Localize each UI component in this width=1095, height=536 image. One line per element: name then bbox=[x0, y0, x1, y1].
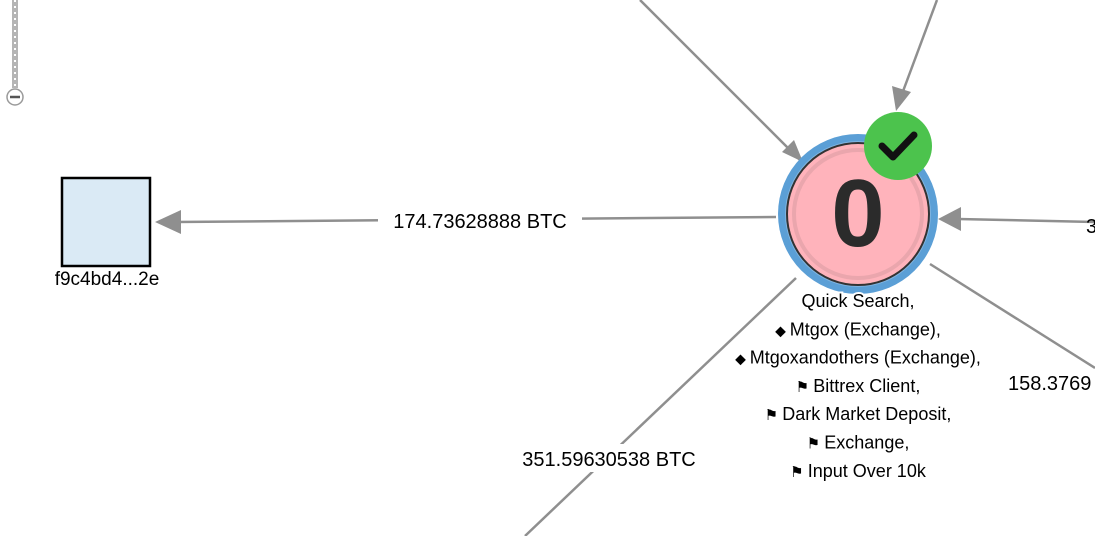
address-node[interactable] bbox=[60, 176, 152, 268]
edge-label-bg bbox=[506, 444, 712, 472]
cluster-tag-label: Bittrex Client, bbox=[813, 376, 920, 396]
cluster-tag-label: Quick Search, bbox=[801, 291, 914, 311]
edge-bottom-right[interactable] bbox=[929, 262, 1095, 370]
edge-to-address-arrow bbox=[155, 210, 181, 234]
flag-icon: ⚑ bbox=[796, 379, 814, 396]
cluster-tag-list: Quick Search,◆ Mtgox (Exchange),◆ Mtgoxa… bbox=[733, 289, 983, 483]
cluster-count: 0 bbox=[831, 160, 884, 267]
edge-label-bg bbox=[378, 206, 582, 234]
cluster-tag-item: ⚑ Bittrex Client, bbox=[796, 376, 921, 396]
edge-label-bottom-right[interactable]: 158.3769 bbox=[1008, 373, 1091, 395]
edge-top-in[interactable] bbox=[900, 0, 939, 95]
flag-icon: ⚑ bbox=[765, 407, 783, 424]
edge-top-arrow bbox=[892, 86, 911, 111]
cluster-tag-item: ⚑ Exchange, bbox=[807, 433, 910, 453]
cluster-tag-item: Quick Search, bbox=[801, 291, 914, 311]
cluster-tag-label: Mtgoxandothers (Exchange), bbox=[750, 348, 981, 368]
cluster-tag-item: ⚑ Input Over 10k bbox=[790, 461, 927, 481]
diamond-icon: ◆ bbox=[775, 322, 790, 338]
edge-right-in[interactable] bbox=[957, 217, 1095, 224]
diamond-icon: ◆ bbox=[735, 351, 750, 367]
cluster-tag-label: Mtgox (Exchange), bbox=[790, 319, 941, 339]
cluster-tag-item: ◆ Mtgoxandothers (Exchange), bbox=[735, 348, 981, 368]
cluster-tag-label: Dark Market Deposit, bbox=[782, 404, 951, 424]
cluster-tag-label: Exchange, bbox=[824, 433, 909, 453]
edge-top-left-arrow bbox=[782, 140, 803, 162]
cluster-tag-label: Input Over 10k bbox=[808, 461, 927, 481]
edge-label-bg bbox=[1004, 369, 1095, 395]
edge-bottom-left[interactable] bbox=[524, 277, 797, 536]
edge-right-in-arrow bbox=[938, 207, 961, 231]
checkmark-icon bbox=[864, 112, 932, 180]
edge-label-bottom-left[interactable]: 351.59630538 BTC bbox=[522, 449, 695, 471]
cluster-tag-item: ⚑ Dark Market Deposit, bbox=[765, 404, 952, 424]
edge-label-to-address[interactable]: 174.73628888 BTC bbox=[393, 211, 566, 233]
edge-top-left-in[interactable] bbox=[639, 0, 801, 161]
flag-icon: ⚑ bbox=[807, 436, 825, 453]
address-node-label: f9c4bd4...2e bbox=[55, 269, 160, 290]
flag-icon: ⚑ bbox=[790, 464, 808, 481]
zoom-out-icon[interactable] bbox=[6, 88, 24, 106]
cluster-tag-item: ◆ Mtgox (Exchange), bbox=[775, 319, 941, 339]
edge-label-right-in[interactable]: 3 bbox=[1086, 216, 1095, 238]
